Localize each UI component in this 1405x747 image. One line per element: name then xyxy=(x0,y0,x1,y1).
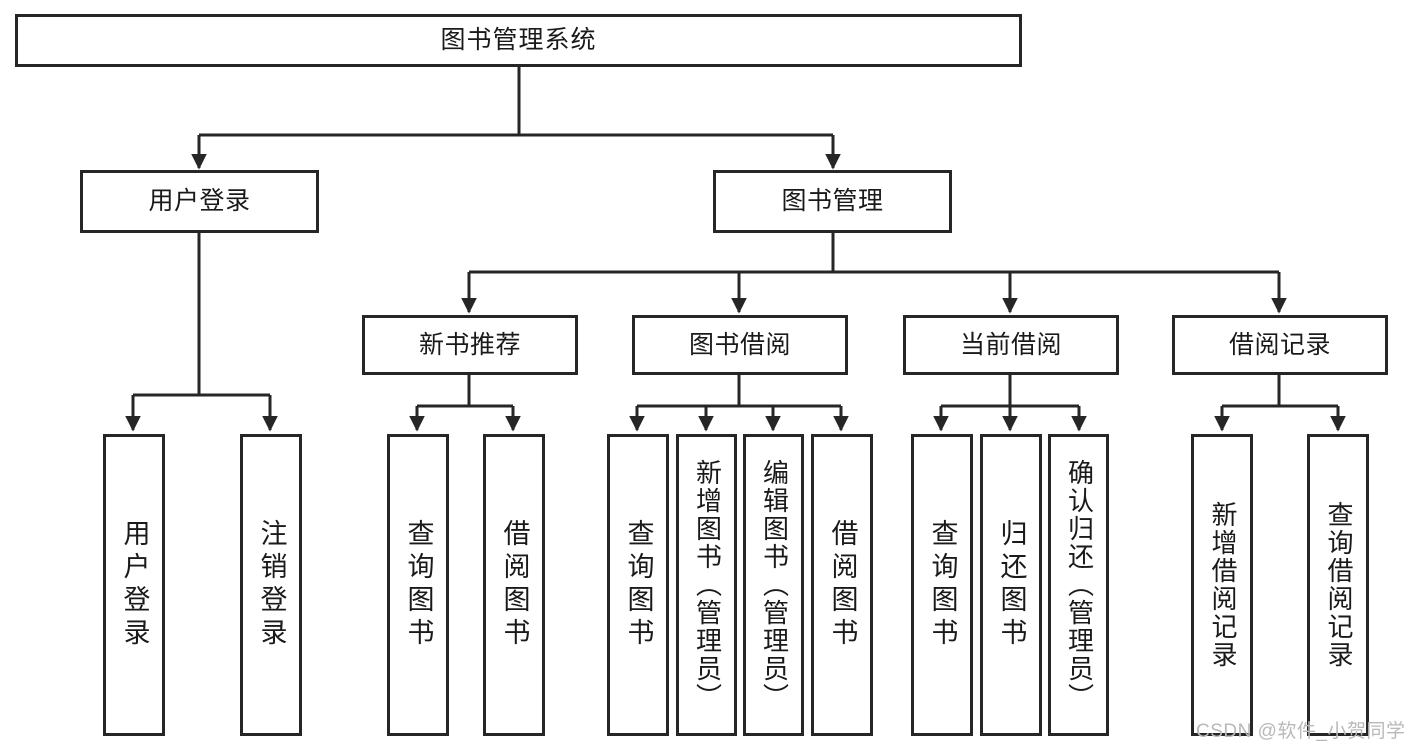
node-root[interactable]: 图书管理系统 xyxy=(15,14,1022,67)
node-book-manage[interactable]: 图书管理 xyxy=(713,170,952,233)
csdn-watermark: CSDN @软件_小贺同学 xyxy=(1196,721,1405,742)
leaf-query-record[interactable]: 查询借阅记录 xyxy=(1307,434,1369,736)
leaf-query-book-1[interactable]: 查询图书 xyxy=(387,434,449,736)
node-user-login[interactable]: 用户登录 xyxy=(80,170,319,233)
leaf-confirm-return[interactable]: 确认归还（管理员） xyxy=(1048,434,1109,736)
leaf-borrow-book-2[interactable]: 借阅图书 xyxy=(811,434,873,736)
node-new-book-recommend[interactable]: 新书推荐 xyxy=(362,315,578,375)
leaf-query-book-3[interactable]: 查询图书 xyxy=(911,434,973,736)
node-current-borrow[interactable]: 当前借阅 xyxy=(903,315,1119,375)
leaf-query-book-2[interactable]: 查询图书 xyxy=(607,434,669,736)
leaf-return-book[interactable]: 归还图书 xyxy=(980,434,1042,736)
node-book-borrow[interactable]: 图书借阅 xyxy=(632,315,848,375)
leaf-add-record[interactable]: 新增借阅记录 xyxy=(1191,434,1253,736)
leaf-edit-book[interactable]: 编辑图书（管理员） xyxy=(743,434,804,736)
leaf-user-login[interactable]: 用户登录 xyxy=(103,434,165,736)
leaf-borrow-book-1[interactable]: 借阅图书 xyxy=(483,434,545,736)
node-borrow-record[interactable]: 借阅记录 xyxy=(1172,315,1388,375)
leaf-logout-login[interactable]: 注销登录 xyxy=(240,434,302,736)
leaf-add-book[interactable]: 新增图书（管理员） xyxy=(676,434,737,736)
